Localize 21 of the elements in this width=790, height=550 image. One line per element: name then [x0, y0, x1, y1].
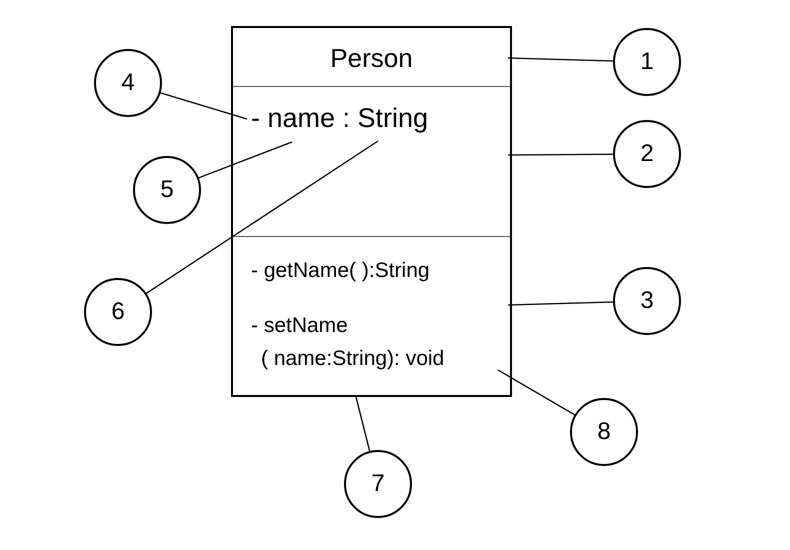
- leader-line: [355, 396, 370, 452]
- leader-line: [508, 301, 614, 306]
- callout-number: 4: [94, 49, 162, 117]
- callout-number: 8: [570, 398, 638, 466]
- leader-line: [508, 57, 614, 62]
- leader-line: [146, 140, 378, 294]
- class-name: Person: [329, 43, 414, 74]
- class-box: [231, 26, 512, 397]
- callout-number: 2: [613, 120, 681, 188]
- callout-number: 7: [344, 450, 412, 518]
- leader-line: [198, 141, 292, 178]
- method-text: - getName( ):String: [251, 259, 430, 283]
- callout-number: 1: [613, 28, 681, 96]
- attribute-text: - name : String: [251, 103, 428, 134]
- leader-line: [508, 154, 613, 156]
- callout-number: 5: [133, 156, 201, 224]
- leader-line: [498, 369, 575, 416]
- callout-number: 3: [613, 267, 681, 335]
- callout-number: 6: [84, 278, 152, 346]
- leader-line: [160, 92, 248, 120]
- method-text: - setName ( name:String): void: [251, 313, 444, 372]
